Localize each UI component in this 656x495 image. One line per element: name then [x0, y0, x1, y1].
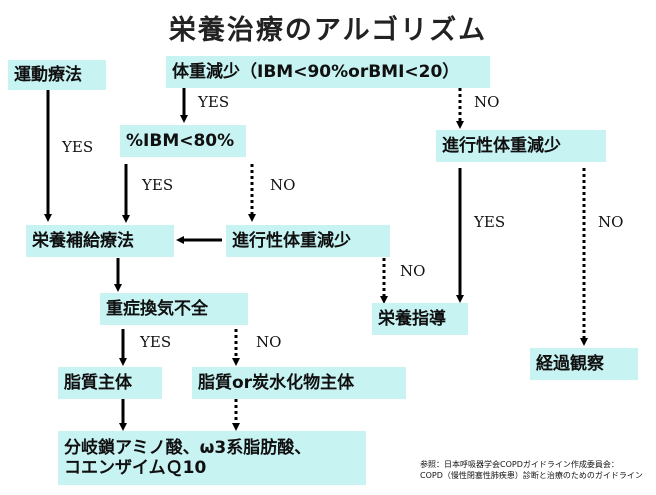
box-progressive-weight-loss-right: 進行性体重減少	[436, 130, 606, 162]
box-ibm-under-80: %IBM<80%	[120, 125, 246, 157]
box-observation: 経過観察	[530, 348, 638, 380]
reference-line-2: COPD（慢性閉塞性肺疾患）診断と治療のためのガイドライン	[420, 470, 643, 480]
final-line-1: 分岐鎖アミノ酸、ω3系脂肪酸、	[64, 437, 312, 458]
final-line-2: コエンザイムＱ10	[64, 458, 207, 478]
label-no-progmid-guidance: NO	[400, 262, 426, 280]
box-progressive-weight-loss-mid: 進行性体重減少	[226, 225, 390, 257]
label-yes-ventilation-lipid: YES	[140, 333, 172, 351]
label-no-progright-observation: NO	[598, 213, 624, 231]
label-yes-exercise: YES	[62, 138, 94, 156]
box-severe-ventilation-failure: 重症換気不全	[100, 293, 248, 325]
box-amino-acids-final: 分岐鎖アミノ酸、ω3系脂肪酸、 コエンザイムＱ10	[58, 431, 366, 485]
box-lipid-or-carb-based: 脂質or炭水化物主体	[192, 367, 406, 399]
label-yes-ibm-supplement: YES	[142, 176, 174, 194]
reference-note: 参照：日本呼吸器学会COPDガイドライン作成委員会： COPD（慢性閉塞性肺疾患…	[420, 460, 643, 482]
label-no-weight-progright: NO	[474, 93, 500, 111]
reference-line-1: 参照：日本呼吸器学会COPDガイドライン作成委員会：	[420, 460, 619, 469]
label-no-ibm-progmid: NO	[270, 176, 296, 194]
label-no-ventilation-lipidcarb: NO	[256, 333, 282, 351]
page-title: 栄養治療のアルゴリズム	[168, 15, 488, 46]
box-exercise-therapy: 運動療法	[8, 60, 106, 90]
box-lipid-based: 脂質主体	[58, 367, 162, 399]
box-nutritional-supplement: 栄養補給療法	[26, 225, 174, 257]
box-nutrition-guidance: 栄養指導	[372, 303, 468, 335]
label-yes-weight-ibm: YES	[198, 93, 230, 111]
box-weight-loss: 体重減少（IBM<90%orBMI<20）	[166, 56, 490, 88]
label-yes-progright-guidance: YES	[474, 213, 506, 231]
